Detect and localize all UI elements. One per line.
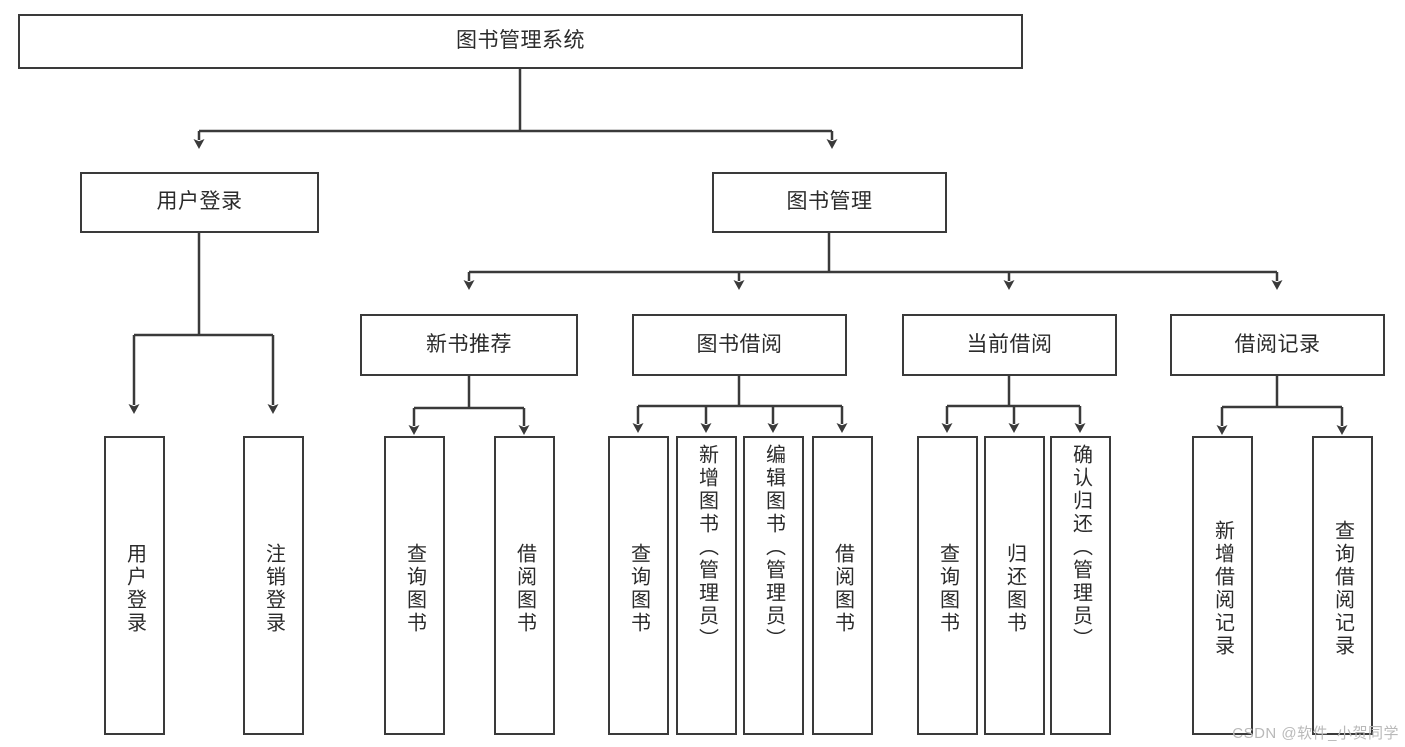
node-book-manage-label: 图书管理 xyxy=(786,190,873,214)
node-leaf-borrow-book-1[interactable]: 借阅图书 xyxy=(494,436,555,735)
node-book-borrow[interactable]: 图书借阅 xyxy=(632,314,847,376)
node-leaf-logout-label: 注销登录 xyxy=(262,542,285,635)
node-book-borrow-label: 图书借阅 xyxy=(696,332,783,356)
node-leaf-add-book[interactable]: 新增图书（管理员） xyxy=(676,436,737,735)
csdn-watermark: CSDN @软件_小贺同学 xyxy=(1232,725,1399,742)
node-borrow-record-label: 借阅记录 xyxy=(1234,332,1321,356)
node-leaf-return-book[interactable]: 归还图书 xyxy=(984,436,1045,735)
node-book-manage[interactable]: 图书管理 xyxy=(712,172,947,233)
node-current-borrow-label: 当前借阅 xyxy=(966,332,1053,356)
node-leaf-logout[interactable]: 注销登录 xyxy=(243,436,304,735)
node-leaf-confirm-return-label: 确认归还（管理员） xyxy=(1069,444,1092,651)
node-new-book-recommend[interactable]: 新书推荐 xyxy=(360,314,578,376)
node-leaf-borrow-book-2-label: 借阅图书 xyxy=(831,542,854,635)
node-leaf-user-login-label: 用户登录 xyxy=(123,542,146,635)
node-leaf-edit-book[interactable]: 编辑图书（管理员） xyxy=(743,436,804,735)
node-leaf-query-book-2[interactable]: 查询图书 xyxy=(608,436,669,735)
node-leaf-borrow-book-2[interactable]: 借阅图书 xyxy=(812,436,873,735)
node-leaf-query-record[interactable]: 查询借阅记录 xyxy=(1312,436,1373,735)
node-root-label: 图书管理系统 xyxy=(456,29,585,53)
node-leaf-add-book-label: 新增图书（管理员） xyxy=(695,444,718,651)
node-leaf-edit-book-label: 编辑图书（管理员） xyxy=(762,444,785,651)
node-leaf-query-book-2-label: 查询图书 xyxy=(627,542,650,635)
node-leaf-user-login[interactable]: 用户登录 xyxy=(104,436,165,735)
node-leaf-add-record[interactable]: 新增借阅记录 xyxy=(1192,436,1253,735)
node-leaf-borrow-book-1-label: 借阅图书 xyxy=(513,542,536,635)
node-leaf-return-book-label: 归还图书 xyxy=(1003,542,1026,635)
node-user-login-label: 用户登录 xyxy=(156,190,243,214)
node-user-login[interactable]: 用户登录 xyxy=(80,172,319,233)
node-leaf-query-book-3-label: 查询图书 xyxy=(936,542,959,635)
node-leaf-confirm-return[interactable]: 确认归还（管理员） xyxy=(1050,436,1111,735)
node-leaf-add-record-label: 新增借阅记录 xyxy=(1211,519,1234,658)
node-leaf-query-record-label: 查询借阅记录 xyxy=(1331,519,1354,658)
node-new-book-recommend-label: 新书推荐 xyxy=(426,332,512,356)
node-leaf-query-book-1[interactable]: 查询图书 xyxy=(384,436,445,735)
node-current-borrow[interactable]: 当前借阅 xyxy=(902,314,1117,376)
node-root[interactable]: 图书管理系统 xyxy=(18,14,1023,69)
node-leaf-query-book-1-label: 查询图书 xyxy=(403,542,426,635)
node-leaf-query-book-3[interactable]: 查询图书 xyxy=(917,436,978,735)
node-borrow-record[interactable]: 借阅记录 xyxy=(1170,314,1385,376)
